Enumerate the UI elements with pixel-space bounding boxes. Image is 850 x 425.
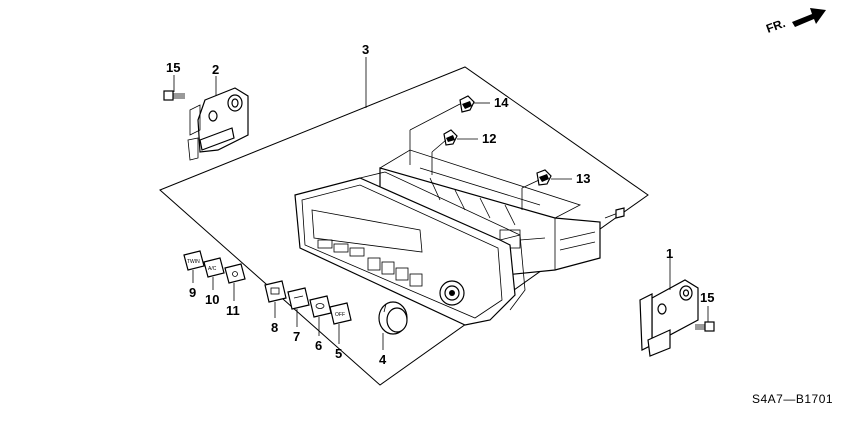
button-ac: A/C [203, 257, 225, 278]
callout-15-upper: 15 [166, 60, 180, 75]
callouts: 1 2 3 4 5 6 7 8 9 10 11 12 13 14 15 15 [166, 42, 714, 367]
diagram-code: S4A7—B1701 [752, 392, 833, 406]
bulb-12 [443, 129, 458, 146]
housing-screw [604, 207, 625, 219]
control-panel-face [294, 171, 526, 326]
ac-label: A/C [208, 266, 217, 272]
front-direction-indicator: FR. [764, 8, 826, 36]
callout-1: 1 [666, 246, 673, 261]
callout-6: 6 [315, 338, 322, 353]
button-mode-8 [264, 280, 287, 303]
callout-8: 8 [271, 320, 278, 335]
bracket-right [639, 279, 699, 357]
bulb-13 [536, 169, 552, 186]
callout-10: 10 [205, 292, 219, 307]
callout-12: 12 [482, 131, 496, 146]
bracket-left [187, 87, 249, 161]
button-mode-7 [287, 287, 310, 310]
callout-3: 3 [362, 42, 369, 57]
fr-arrow-icon [792, 8, 826, 27]
leader-lines [173, 57, 709, 350]
callout-5: 5 [335, 346, 342, 361]
bulb-14 [459, 95, 475, 113]
button-off: OFF [329, 302, 352, 325]
screw-right [695, 321, 715, 332]
assembly-outline [159, 66, 649, 386]
screw-upper [163, 90, 185, 101]
callout-13: 13 [576, 171, 590, 186]
button-recirc [224, 263, 246, 284]
callout-11: 11 [226, 303, 240, 318]
callout-2: 2 [212, 62, 219, 77]
twin-label: TWIN [187, 259, 200, 265]
fr-label: FR. [764, 16, 787, 36]
button-twin: TWIN [183, 250, 205, 271]
button-mode-6 [309, 295, 332, 318]
callout-7: 7 [293, 329, 300, 344]
callout-15-right: 15 [700, 290, 714, 305]
knob [378, 301, 408, 335]
callout-14: 14 [494, 95, 509, 110]
callout-4: 4 [379, 352, 387, 367]
callout-9: 9 [189, 285, 196, 300]
off-label: OFF [335, 312, 345, 318]
